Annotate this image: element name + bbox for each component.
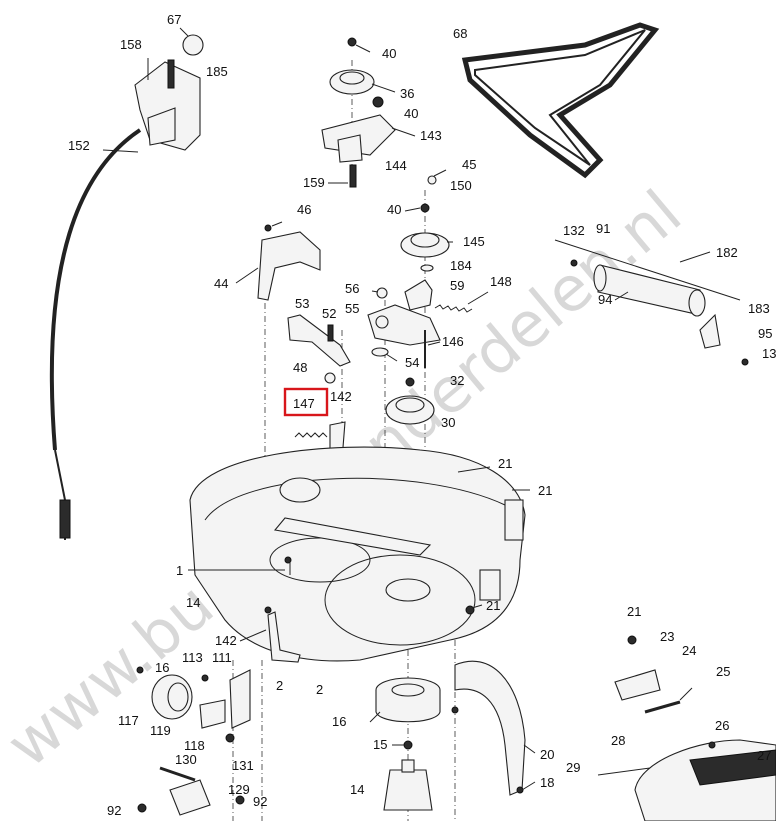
label-185: 185 <box>206 64 228 79</box>
label-132: 132 <box>563 223 585 238</box>
label-131: 131 <box>232 758 254 773</box>
label-21d: 21 <box>627 604 641 619</box>
label-48: 48 <box>293 360 307 375</box>
callout-labels: 67 158 185 152 68 40 36 40 143 144 159 4… <box>68 12 776 818</box>
spring-part-25 <box>644 687 693 714</box>
label-40c: 40 <box>387 202 401 217</box>
idler-arm-part-55 <box>367 287 441 368</box>
label-142a: 142 <box>330 389 352 404</box>
label-25: 25 <box>716 664 730 679</box>
label-21c: 21 <box>486 598 500 613</box>
label-2b: 2 <box>316 682 323 697</box>
label-146: 146 <box>442 334 464 349</box>
label-111: 111 <box>212 650 232 665</box>
label-53: 53 <box>295 296 309 311</box>
bracket-part-59 <box>404 279 433 311</box>
label-152: 152 <box>68 138 90 153</box>
roller-part-182 <box>554 239 749 366</box>
label-92b: 92 <box>253 794 267 809</box>
spindle-part-14 <box>375 677 441 811</box>
mount-part-129 <box>137 766 245 816</box>
label-158: 158 <box>120 37 142 52</box>
pulley-part-32 <box>385 377 435 425</box>
label-94: 94 <box>598 292 612 307</box>
label-52: 52 <box>322 306 336 321</box>
label-59: 59 <box>450 278 464 293</box>
label-159: 159 <box>303 175 325 190</box>
label-40a: 40 <box>382 46 396 61</box>
label-113: 113 <box>182 650 203 665</box>
gauge-wheel-part-117 <box>136 666 251 743</box>
label-29: 29 <box>566 760 580 775</box>
label-26: 26 <box>715 718 729 733</box>
label-20: 20 <box>540 747 554 762</box>
lift-bracket-part-185 <box>134 58 201 151</box>
idler-pulley-part-36 <box>329 37 384 108</box>
label-148: 148 <box>490 274 512 289</box>
label-145: 145 <box>463 234 485 249</box>
label-150: 150 <box>450 178 472 193</box>
label-1: 1 <box>176 563 183 578</box>
label-13: 13 <box>762 346 776 361</box>
cover-part-27 <box>597 739 776 821</box>
arm-part-53 <box>287 314 351 384</box>
label-40b: 40 <box>404 106 418 121</box>
label-18: 18 <box>540 775 554 790</box>
cable-part-152 <box>49 128 142 540</box>
label-182: 182 <box>716 245 738 260</box>
label-144: 144 <box>385 158 407 173</box>
label-142b: 142 <box>215 633 237 648</box>
leader-lines <box>102 44 711 791</box>
label-117: 117 <box>118 713 139 728</box>
label-91: 91 <box>596 221 610 236</box>
deck-hanger-part-142 <box>264 606 301 663</box>
label-2a: 2 <box>276 678 283 693</box>
belt-part-68 <box>461 22 660 179</box>
label-21a: 21 <box>498 456 512 471</box>
spring-part-147 <box>294 432 328 438</box>
label-16a: 16 <box>155 660 169 675</box>
label-95: 95 <box>758 326 772 341</box>
label-129: 129 <box>228 782 250 797</box>
label-21b: 21 <box>538 483 552 498</box>
label-56: 56 <box>345 281 359 296</box>
label-27: 27 <box>757 748 771 763</box>
label-118: 118 <box>184 738 205 753</box>
label-184: 184 <box>450 258 472 273</box>
label-45: 45 <box>462 157 476 172</box>
mower-deck-part-1 <box>189 446 526 662</box>
label-119: 119 <box>150 723 171 738</box>
label-44: 44 <box>214 276 228 291</box>
label-92a: 92 <box>107 803 121 818</box>
label-28: 28 <box>611 733 625 748</box>
label-130: 130 <box>175 752 197 767</box>
label-15: 15 <box>373 737 387 752</box>
bracket-part-23 <box>614 635 661 701</box>
label-23: 23 <box>660 629 674 644</box>
label-14a: 14 <box>186 595 200 610</box>
spring-part-148 <box>434 304 473 313</box>
baffle-part-20 <box>451 660 526 796</box>
label-54: 54 <box>405 355 419 370</box>
label-32: 32 <box>450 373 464 388</box>
label-30: 30 <box>441 415 455 430</box>
highlight-box-147 <box>283 387 329 417</box>
belt-guard-part-44 <box>257 224 321 301</box>
label-68: 68 <box>453 26 467 41</box>
label-67: 67 <box>167 12 181 27</box>
label-14b: 14 <box>350 782 364 797</box>
pulley-part-145 <box>400 169 450 272</box>
knob-part-67 <box>179 27 204 56</box>
label-16b: 16 <box>332 714 346 729</box>
label-147: 147 <box>293 396 315 411</box>
label-143: 143 <box>420 128 442 143</box>
label-36: 36 <box>400 86 414 101</box>
label-46: 46 <box>297 202 311 217</box>
label-24: 24 <box>682 643 696 658</box>
label-183: 183 <box>748 301 770 316</box>
label-55: 55 <box>345 301 359 316</box>
bracket-part-143 <box>321 114 396 188</box>
